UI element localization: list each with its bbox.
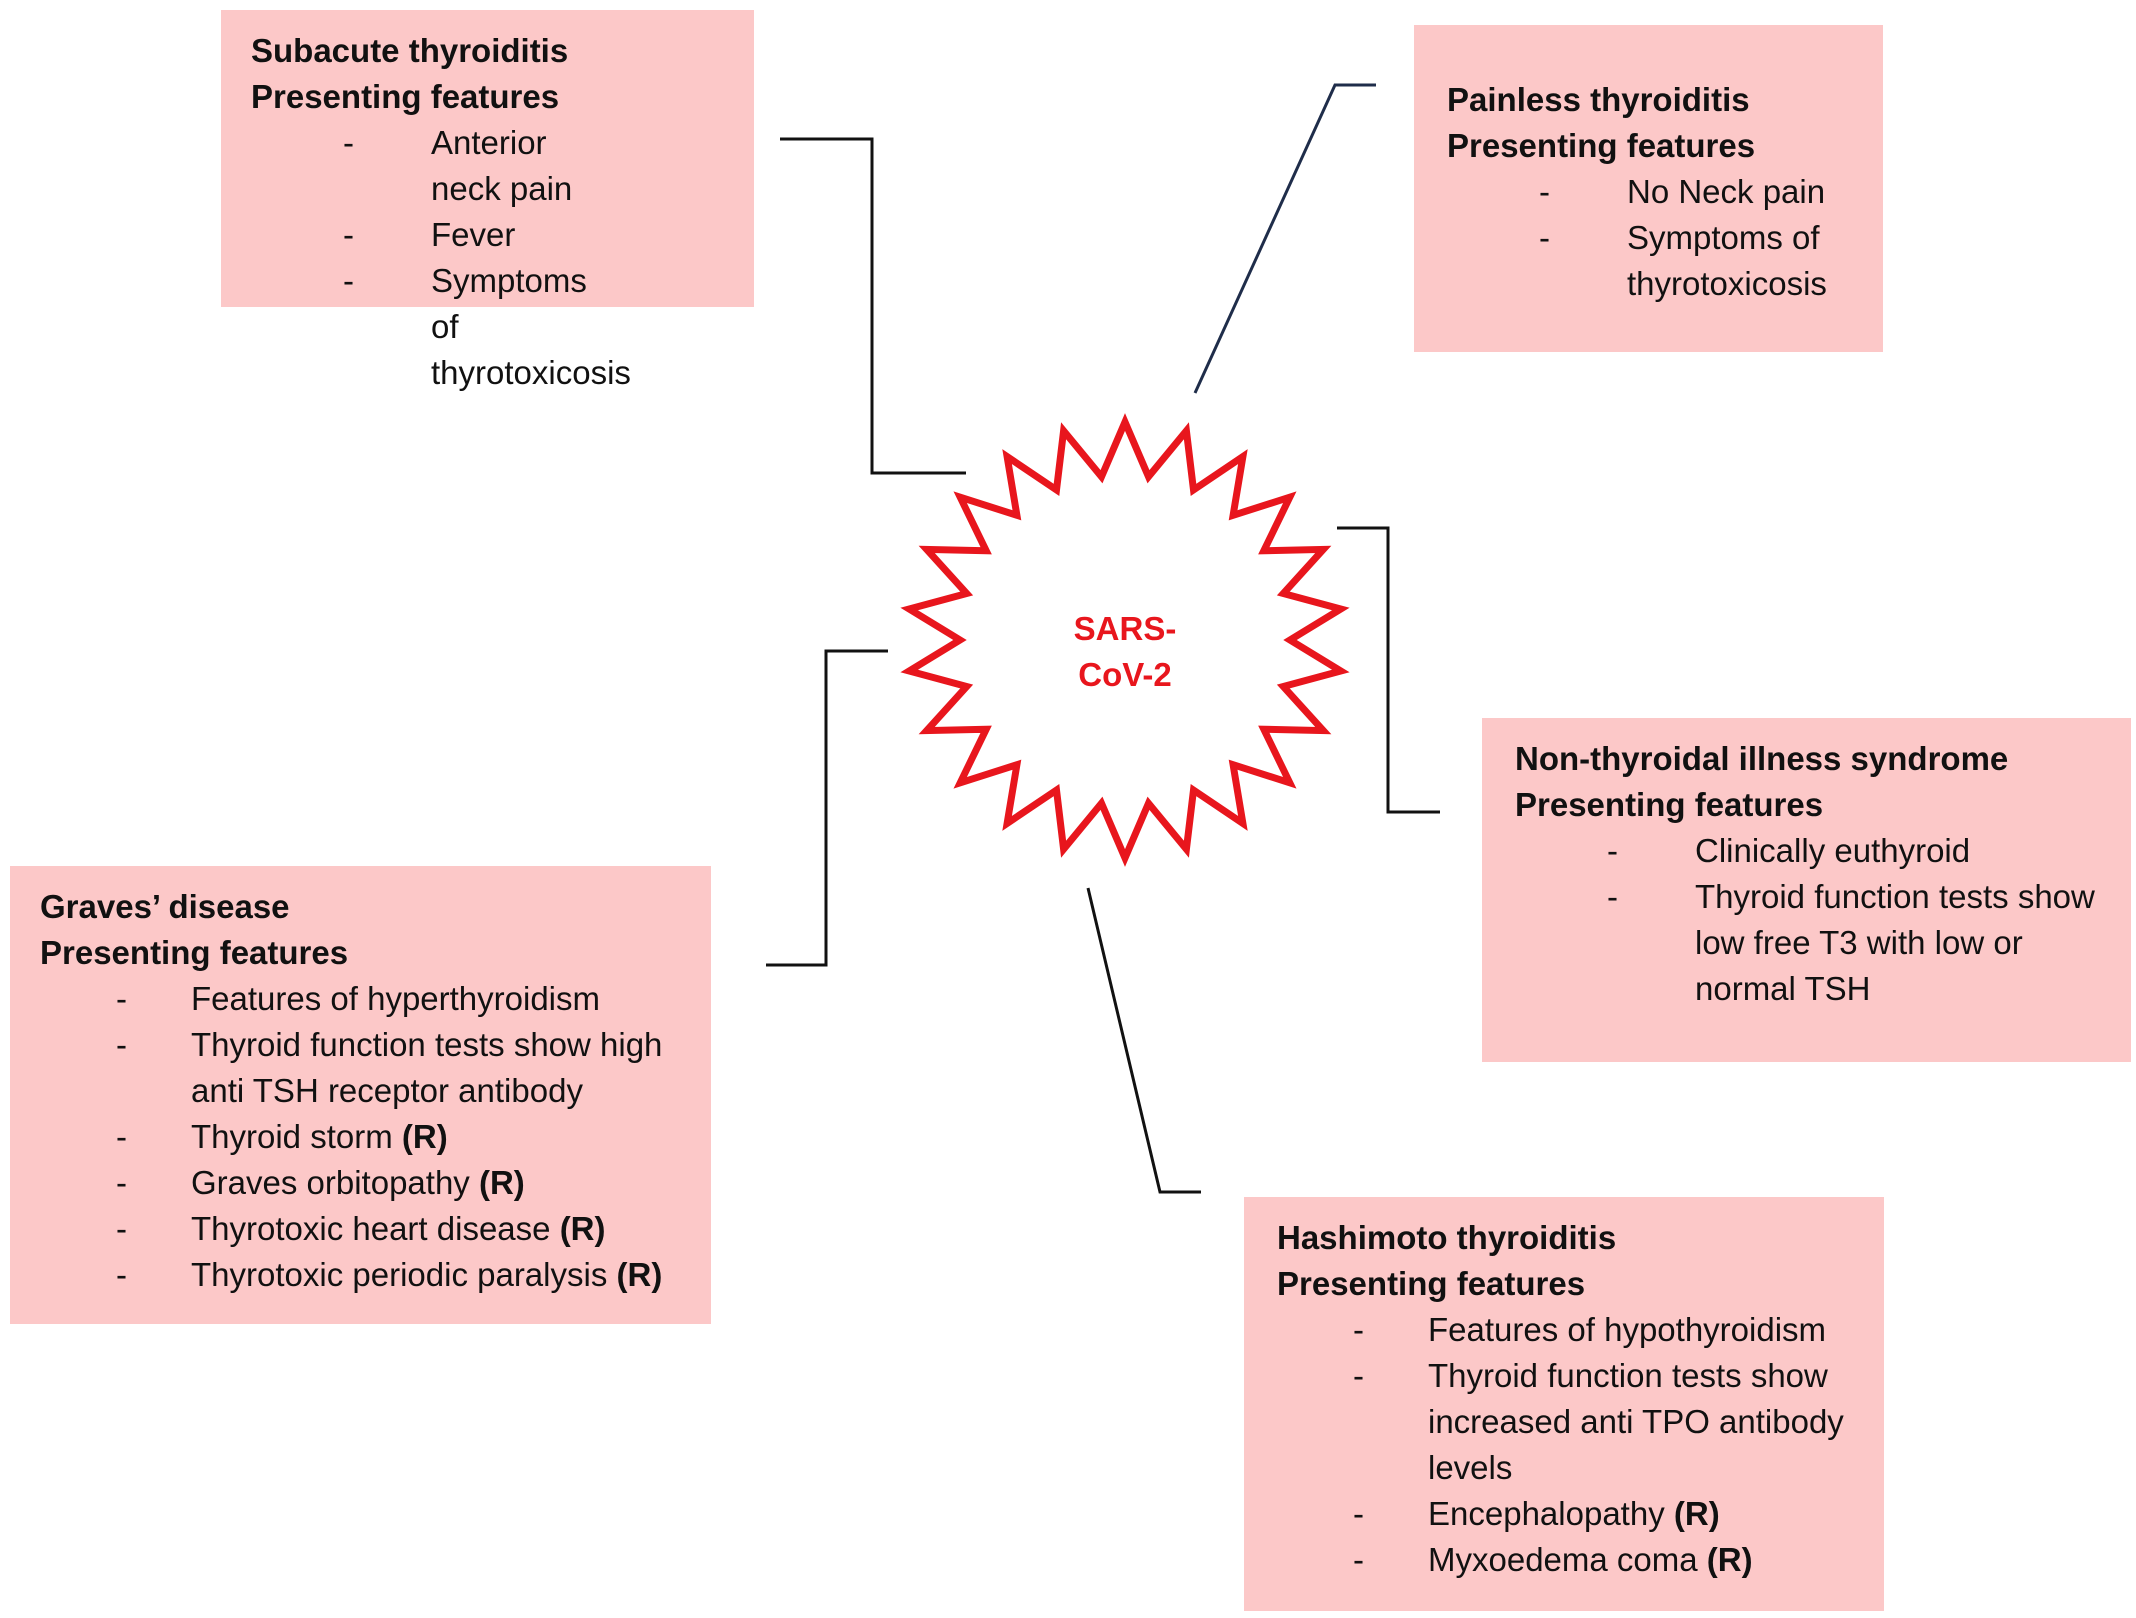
- feature-item: - Features of hypothyroidism: [1277, 1307, 1867, 1353]
- bullet-dash: -: [1353, 1541, 1364, 1578]
- bullet-dash: -: [116, 980, 127, 1017]
- feature-item: - Symptoms of thyrotoxicosis: [1447, 215, 1847, 307]
- box-subtitle: Presenting features: [40, 934, 349, 971]
- feature-text: Encephalopathy: [1428, 1495, 1665, 1532]
- feature-list: - Features of hyperthyroidism - Thyroid fun…: [40, 976, 700, 1298]
- feature-item: - No Neck pain: [1447, 169, 1847, 215]
- feature-list: - Features of hypothyroidism - Thyroid func…: [1277, 1307, 1867, 1583]
- feature-text: Features of hyperthyroidism: [191, 980, 601, 1017]
- bullet-dash: -: [343, 262, 354, 299]
- feature-item: - Symptoms of thyrotoxicosis: [251, 258, 631, 396]
- bullet-dash: -: [1353, 1495, 1364, 1532]
- box-subtitle: Presenting features: [251, 78, 560, 115]
- feature-text: Thyroid function tests show low free T3 …: [1695, 878, 2095, 1007]
- box-subtitle: Presenting features: [1277, 1265, 1586, 1302]
- feature-text: Symptoms of thyrotoxicosis: [431, 262, 631, 391]
- box-subtitle: Presenting features: [1447, 127, 1756, 164]
- feature-item: - Anterior neck pain: [251, 120, 591, 212]
- feature-item: - Thyroid function tests show high anti T…: [40, 1022, 700, 1114]
- bullet-dash: -: [116, 1118, 127, 1155]
- box-title: Hashimoto thyroiditis: [1277, 1219, 1617, 1256]
- feature-text: No Neck pain: [1627, 173, 1826, 210]
- connector-subacute: [780, 137, 966, 475]
- feature-item: - Thyrotoxic heart disease (R): [40, 1206, 700, 1252]
- feature-text: Anterior neck pain: [431, 124, 573, 207]
- bullet-dash: -: [116, 1210, 127, 1247]
- rare-marker: (R): [401, 1118, 448, 1155]
- bullet-dash: -: [1607, 878, 1618, 915]
- box-subtitle: Presenting features: [1515, 786, 1824, 823]
- connector-nonthyroidal: [1337, 526, 1440, 814]
- feature-item: - Thyroid storm (R): [40, 1114, 700, 1160]
- feature-text: Features of hypothyroidism: [1428, 1311, 1827, 1348]
- feature-text: Thyroid function tests show increased an…: [1428, 1357, 1844, 1486]
- feature-item: - Thyroid function tests show increased a…: [1277, 1353, 1867, 1491]
- bullet-dash: -: [1353, 1357, 1364, 1394]
- box-title: Subacute thyroiditis: [251, 32, 569, 69]
- feature-item: - Encephalopathy (R): [1277, 1491, 1867, 1537]
- bullet-dash: -: [1539, 173, 1550, 210]
- bullet-dash: -: [343, 124, 354, 161]
- feature-item: - Myxoedema coma (R): [1277, 1537, 1867, 1583]
- feature-text: Thyroid storm: [191, 1118, 393, 1155]
- feature-item: - Clinically euthyroid: [1515, 828, 2115, 874]
- feature-text: Myxoedema coma: [1428, 1541, 1698, 1578]
- non-thyroidal-illness-box: Non-thyroidal illness syndrome Presentin…: [1482, 718, 2131, 1062]
- bullet-dash: -: [343, 216, 354, 253]
- hashimoto-thyroiditis-box: Hashimoto thyroiditis Presenting feature…: [1244, 1197, 1884, 1611]
- feature-item: - Thyrotoxic periodic paralysis (R): [40, 1252, 700, 1298]
- graves-disease-box: Graves’ disease Presenting features - Fea…: [10, 866, 711, 1324]
- feature-item: - Fever: [251, 212, 591, 258]
- feature-text: Thyroid function tests show high anti TS…: [191, 1026, 663, 1109]
- bullet-dash: -: [116, 1026, 127, 1063]
- feature-text: Clinically euthyroid: [1695, 832, 1971, 869]
- box-title: Non-thyroidal illness syndrome: [1515, 740, 2009, 777]
- bullet-dash: -: [116, 1256, 127, 1293]
- box-title: Painless thyroiditis: [1447, 81, 1750, 118]
- rare-marker: (R): [1673, 1495, 1720, 1532]
- feature-item: - Graves orbitopathy (R): [40, 1160, 700, 1206]
- subacute-thyroiditis-box: Subacute thyroiditis Presenting features…: [221, 10, 754, 391]
- box-title: Graves’ disease: [40, 888, 290, 925]
- feature-list: - No Neck pain - Symptoms of thyrotoxicosis: [1447, 169, 1847, 307]
- connector-graves: [766, 649, 888, 967]
- connector-hashimoto: [1086, 887, 1201, 1194]
- bullet-dash: -: [1539, 219, 1550, 256]
- painless-thyroiditis-box: Painless thyroiditis Presenting features…: [1414, 25, 1883, 352]
- feature-list: - Anterior neck pain - Fever - Symptoms of th…: [251, 120, 631, 396]
- rare-marker: (R): [616, 1256, 663, 1293]
- feature-list: - Clinically euthyroid - Thyroid function t…: [1515, 828, 2115, 1012]
- connector-painless: [1193, 83, 1376, 394]
- feature-text: Thyrotoxic heart disease: [191, 1210, 551, 1247]
- bullet-dash: -: [1353, 1311, 1364, 1348]
- feature-text: Fever: [431, 216, 516, 253]
- virus-starburst-icon: [900, 413, 1350, 867]
- feature-text: Symptoms of thyrotoxicosis: [1627, 219, 1827, 302]
- rare-marker: (R): [559, 1210, 606, 1247]
- bullet-dash: -: [1607, 832, 1618, 869]
- virus-label: SARS- CoV-2: [1040, 606, 1210, 698]
- feature-item: - Features of hyperthyroidism: [40, 976, 700, 1022]
- feature-text: Thyrotoxic periodic paralysis: [191, 1256, 608, 1293]
- virus-label-line2: CoV-2: [1078, 656, 1172, 693]
- feature-text: Graves orbitopathy: [191, 1164, 470, 1201]
- virus-label-line1: SARS-: [1073, 610, 1177, 647]
- feature-item: - Thyroid function tests show low free T3…: [1515, 874, 2115, 1012]
- rare-marker: (R): [1706, 1541, 1753, 1578]
- bullet-dash: -: [116, 1164, 127, 1201]
- rare-marker: (R): [478, 1164, 525, 1201]
